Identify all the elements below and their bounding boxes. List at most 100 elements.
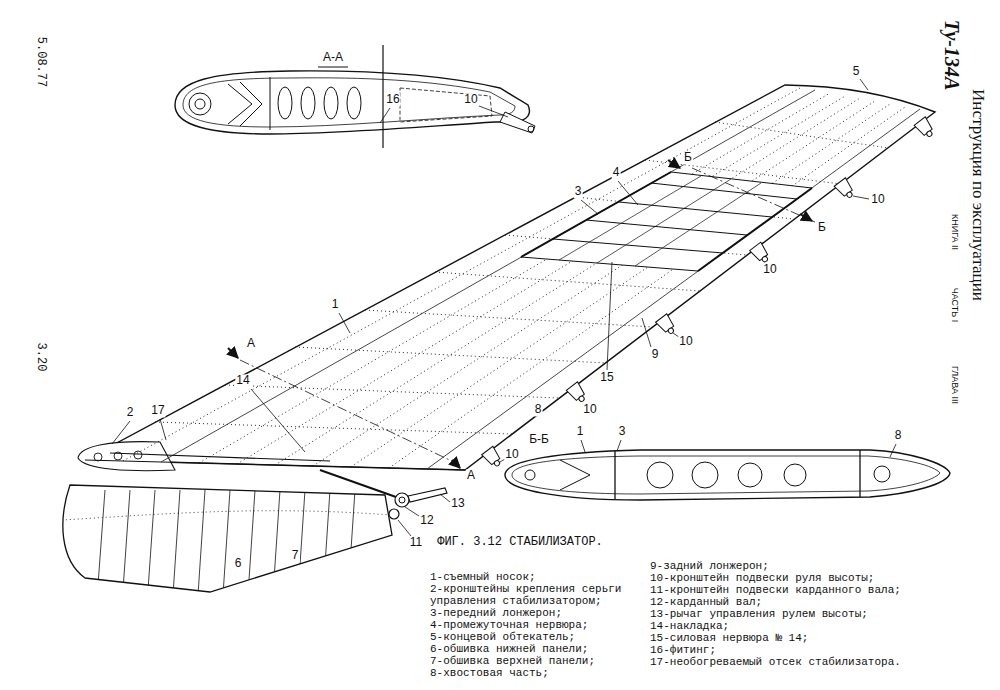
callout-number: 3 [618,425,627,438]
cutaway [521,172,812,271]
hinge-fitting [500,112,535,133]
hinge-bracket [750,242,772,265]
legend-item: 9-задний лонжерон; [650,560,970,572]
callout-number: 10 [762,263,777,276]
hinge-bracket [656,314,678,337]
fin-fairing [62,485,392,595]
airfoil-inner [183,78,515,127]
callout-number: 10 [463,93,478,106]
stringer [635,183,761,266]
fairing-ribs [62,490,390,595]
leader-line [405,507,419,516]
legend-item: 12-карданный вал; [650,596,970,608]
rib [586,220,747,235]
lightening-hole [347,87,361,119]
rivet-row [275,98,860,465]
callout-number: 8 [534,403,543,416]
diagonal-rib [560,460,590,490]
callout-number: 2 [126,406,135,419]
leader-line [479,106,508,117]
callout-number: 11 [409,536,423,549]
rivet-row [715,122,888,148]
cut-line [382,45,383,148]
callout-number: 14 [235,374,250,387]
bracket-eye [389,509,399,519]
legend-item: 17-необогреваемый отсек стабилизатора. [650,656,970,668]
margin-text: 5.08.77 [33,35,46,89]
rib [651,183,797,199]
margin-text: ГЛАВА III [949,364,959,406]
rib-line [123,490,130,590]
hinge-eye [528,126,534,132]
leader-line [251,389,305,452]
lightening-hole [738,463,762,487]
rivet-row [199,93,830,463]
section-line [240,360,460,465]
rear-spar-cut [698,188,812,271]
legend-item: 1-съемный носок; [430,571,645,583]
section-line [692,168,815,222]
legend-item: 14-накладка; [650,620,970,632]
section-mark: Б [817,221,827,234]
rib-line [173,490,180,595]
cardan-shaft [320,470,396,497]
section-mark: А [466,469,476,482]
rib-line [223,490,230,595]
lightening-hole [647,462,673,488]
front-spar-cut [521,172,671,257]
legend-item: 4-промежуточная нервюра; [430,619,645,631]
callout-number: 4 [612,166,621,179]
callout-number: 6 [234,557,243,570]
rivet-row [225,385,559,398]
section-mark: А [246,337,256,350]
callout-number: 10 [582,403,597,416]
root-nose [78,442,175,471]
section-label: Б-Б [528,433,550,446]
rivet-rows [123,88,905,468]
page-number: 3.20 [33,341,46,374]
section-b-b [505,440,950,500]
callout-number: 10 [504,448,519,461]
section-a-a [175,45,535,148]
rivet-row [435,272,700,291]
hinge-bracket [482,446,504,469]
rib [553,239,723,253]
callout-number: 1 [331,298,340,311]
front-spar [614,451,615,499]
leader-line [607,262,612,370]
airfoil-outline [505,450,950,500]
leader-line [617,440,621,451]
section-arrow [668,160,680,168]
legend-item: 11-кронштейн подвески карданного вала; [650,584,970,596]
section-arrow [452,460,460,468]
figure-caption: ФИГ. 3.12 СТАБИЛИЗАТОР. [435,535,605,549]
trailing-structure [400,88,492,122]
rear-spar [859,450,860,497]
manual-title: Инструкция по эксплуатации [969,87,988,303]
nose-hole [525,470,535,480]
leader-line [860,79,868,90]
stringer [597,179,731,263]
lightening-hole [784,464,806,486]
leader-line [853,196,869,199]
rib-line [248,490,255,595]
callout-number: 9 [651,348,660,361]
nose-hole [189,93,211,115]
callout-number: 7 [291,549,300,562]
rib-line [323,490,330,595]
leader-line [380,108,390,123]
rivet-row [62,511,390,520]
callout-number: 13 [450,497,465,510]
callout-number: 10 [678,335,693,348]
section-arrow [800,214,812,221]
rivet-row [313,101,875,466]
nose-hole [134,451,142,459]
legend-item: 8-хвостовая часть; [430,667,645,679]
hinge-bracket [834,178,856,201]
rib-line [298,490,305,595]
callout-number: 17 [150,404,165,417]
lightening-hole [874,466,890,482]
cardan-joint [399,497,405,503]
callout-number: 15 [599,371,614,384]
